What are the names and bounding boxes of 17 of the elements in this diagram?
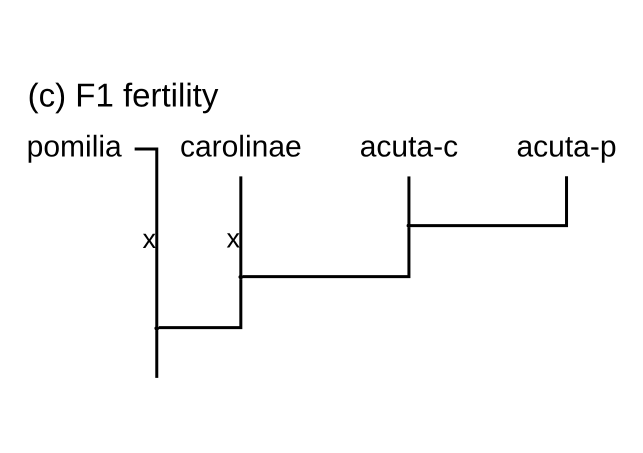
diagram-title: (c) F1 fertility (28, 76, 218, 114)
node-text: acuta-p (516, 130, 617, 164)
node-point (238, 274, 244, 280)
connector (155, 330, 158, 378)
node-point (406, 223, 412, 228)
node-text: acuta-c (360, 130, 458, 164)
connector (158, 279, 242, 330)
node-text: carolinae (180, 130, 302, 164)
connector (410, 176, 568, 228)
connector (407, 176, 410, 224)
edge-label: x (226, 223, 240, 254)
connector (242, 228, 410, 278)
node-text: pomilia (26, 130, 122, 164)
node-point (154, 326, 160, 331)
connector (134, 148, 158, 326)
connector (239, 176, 242, 276)
edge-label: x (142, 224, 156, 254)
